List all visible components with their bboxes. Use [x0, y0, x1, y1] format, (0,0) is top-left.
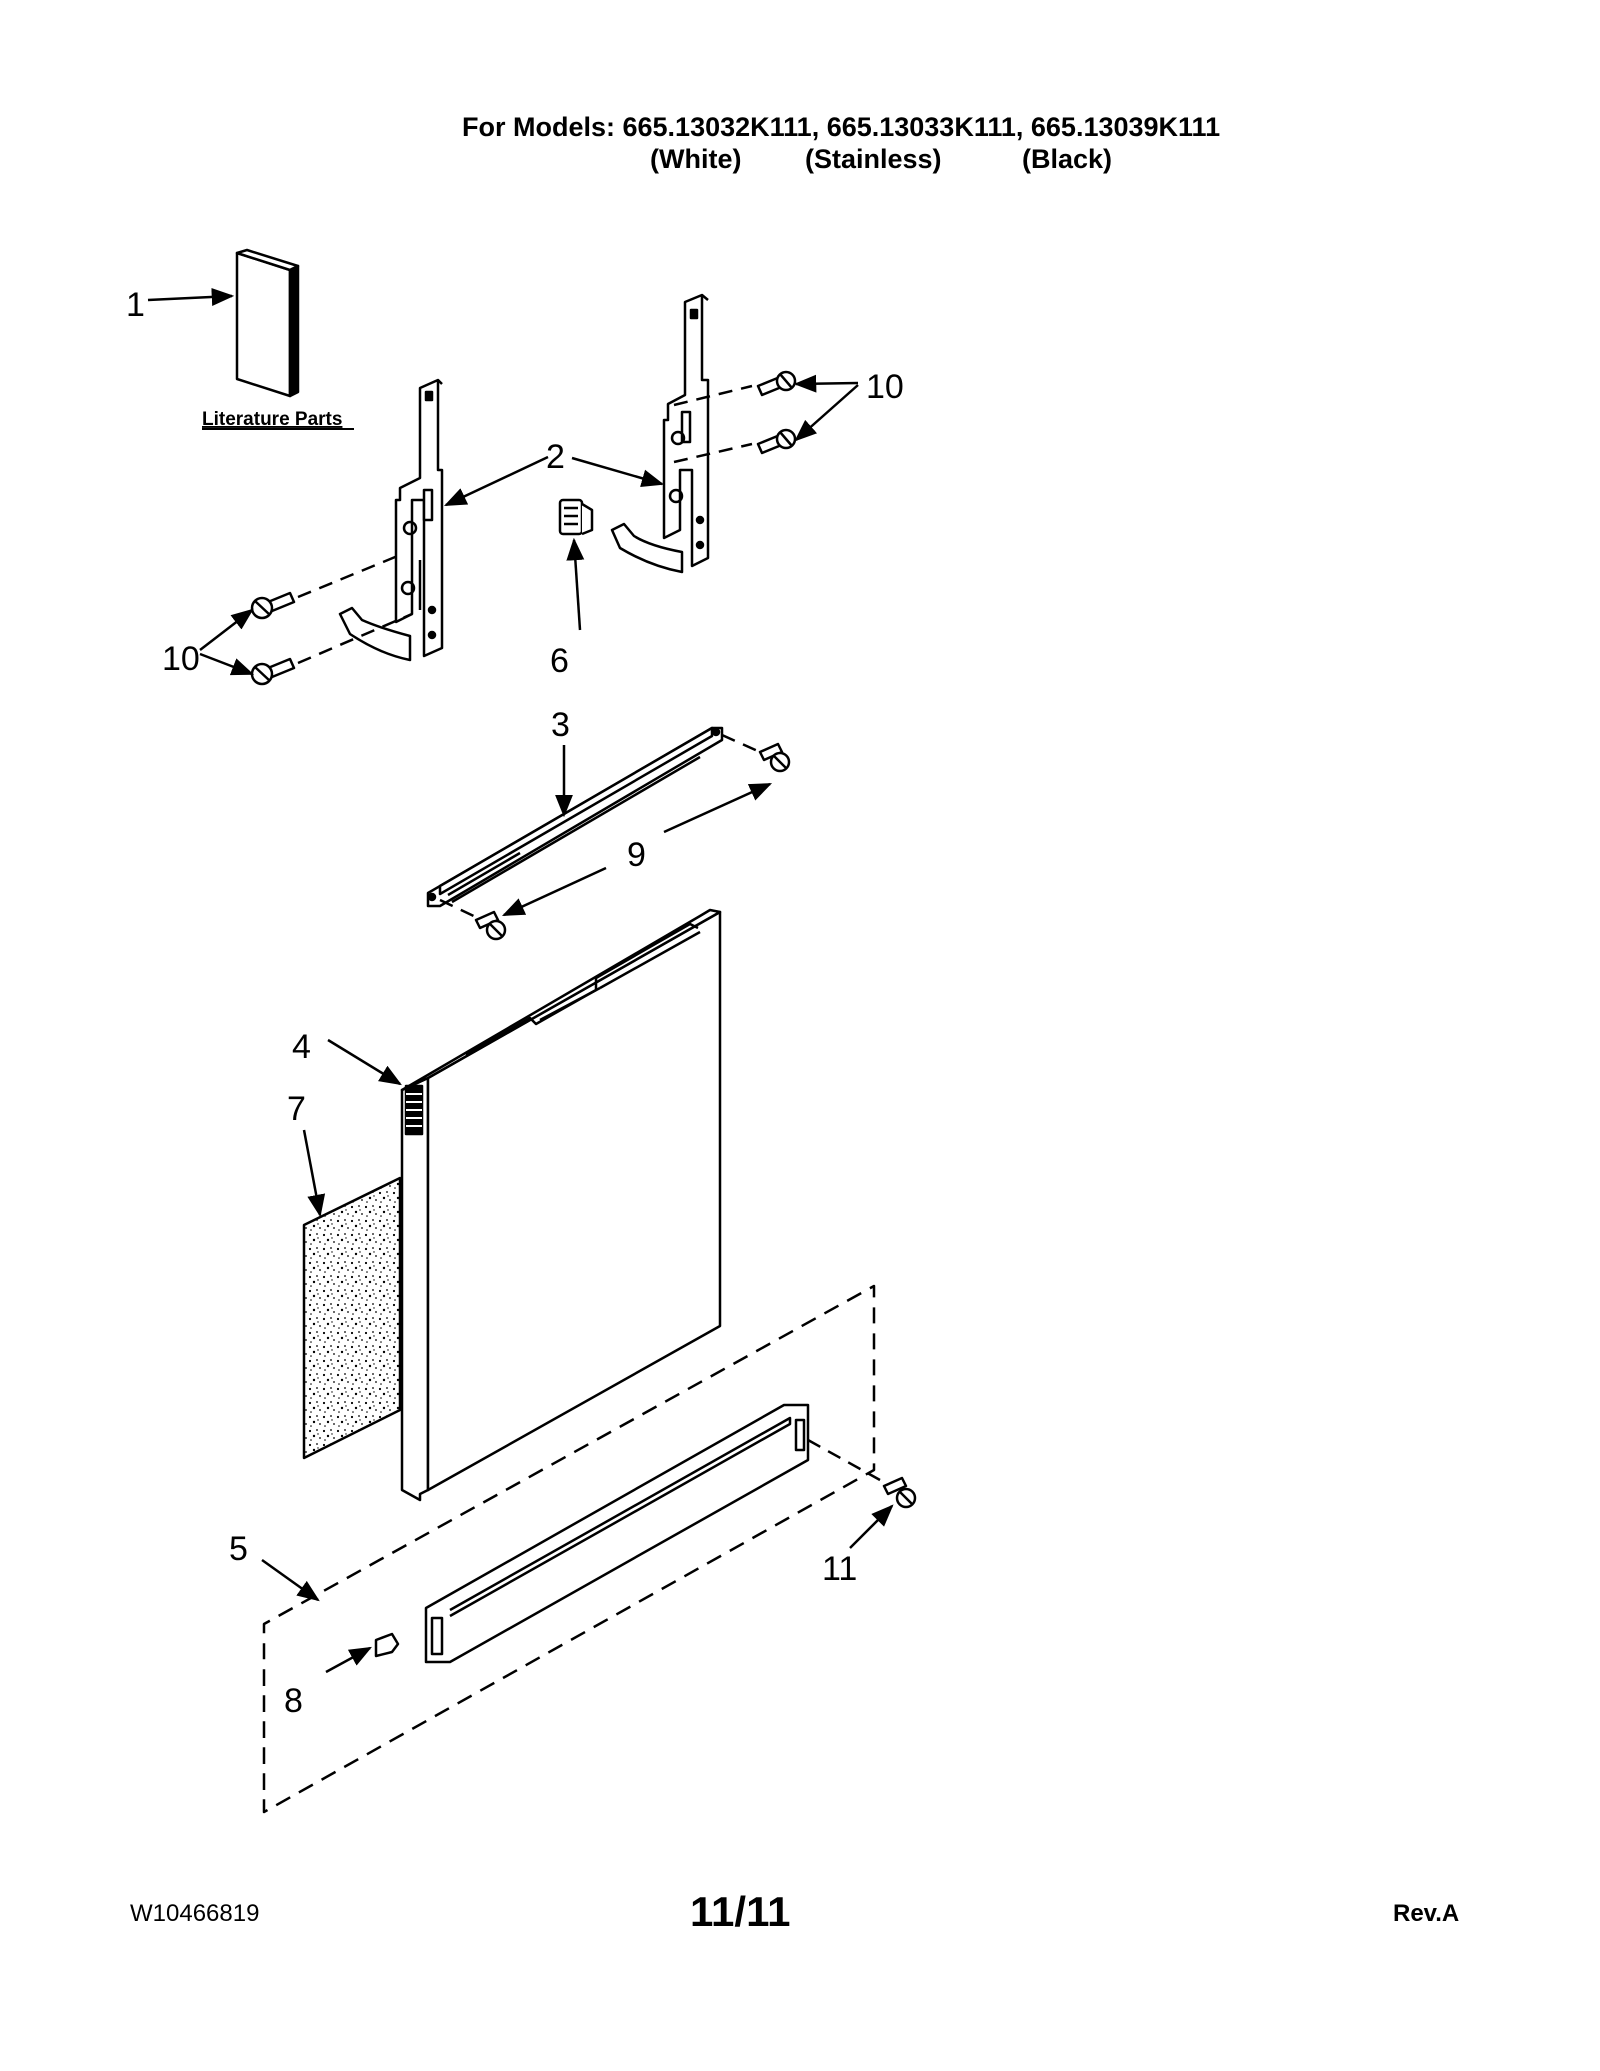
- variant-white-label: (White): [650, 144, 742, 174]
- callout-9: 9: [627, 836, 646, 874]
- screw-10-right-top: [756, 370, 797, 397]
- toe-panel-screw-part: [882, 1476, 917, 1509]
- screw-9-right: [758, 742, 791, 773]
- toe-panel-clip-part: [374, 1632, 400, 1658]
- screw-10-left-top: [250, 591, 296, 620]
- revision-label: Rev.A: [1393, 1900, 1460, 1927]
- small-clip-part: [558, 498, 594, 536]
- toe-panel-part: [424, 1403, 810, 1664]
- toe-panel-assembly-envelope: [262, 1284, 876, 1814]
- variant-black-label: (Black): [1022, 144, 1113, 174]
- callout-3: 3: [551, 706, 570, 744]
- models-title: For Models: 665.13032K111, 665.13033K111…: [462, 112, 1221, 142]
- screw-10-left-bottom: [250, 657, 296, 686]
- callout-4: 4: [292, 1028, 311, 1066]
- literature-booklet-part: [235, 248, 300, 398]
- callout-2: 2: [546, 438, 565, 476]
- screw-9-left: [474, 910, 507, 941]
- callout-11: 11: [822, 1550, 857, 1588]
- callout-8: 8: [284, 1682, 303, 1720]
- callout-1: 1: [126, 286, 145, 324]
- callout-6: 6: [550, 642, 569, 680]
- variant-stainless-label: (Stainless): [805, 144, 942, 174]
- hinge-bracket-left-part: [338, 378, 444, 662]
- outer-door-panel-part: [400, 908, 722, 1502]
- callout-10-left: 10: [162, 640, 200, 678]
- callout-5: 5: [229, 1530, 248, 1568]
- top-rail-part: [426, 726, 724, 908]
- screw-10-right-bottom: [756, 428, 797, 455]
- literature-parts-label: Literature Parts: [202, 409, 342, 430]
- callout-10-right: 10: [866, 368, 904, 406]
- page-number: 11/11: [690, 1888, 791, 1935]
- callout-7: 7: [287, 1090, 306, 1128]
- hinge-bracket-right-part: [610, 293, 710, 574]
- document-number: W10466819: [130, 1900, 260, 1927]
- insulation-pad-part: [302, 1176, 402, 1460]
